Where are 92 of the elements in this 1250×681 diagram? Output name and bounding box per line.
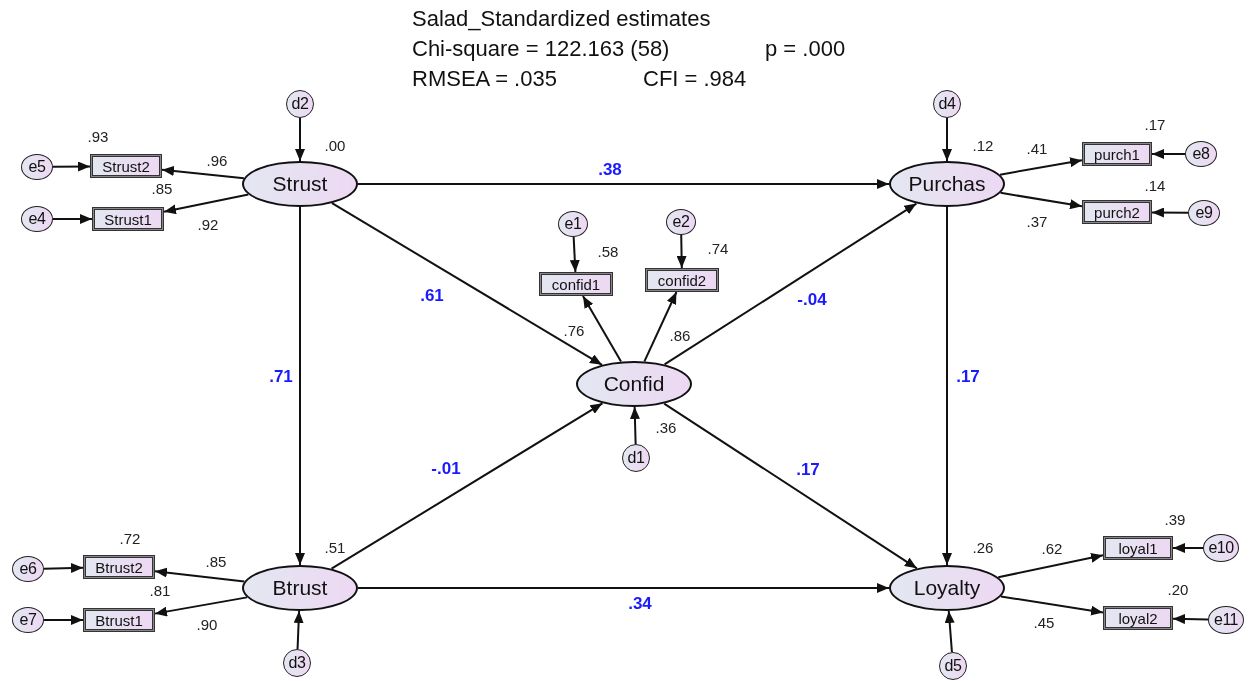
- path-arrow: [1172, 543, 1204, 553]
- path-arrow: [1172, 614, 1209, 625]
- variance-value: .51: [324, 538, 346, 556]
- error-term-circle: e5: [21, 154, 53, 180]
- edge-label: .90: [196, 615, 218, 633]
- edge-label: .34: [628, 594, 652, 614]
- observed-variable-box: confid2: [645, 268, 719, 292]
- observed-variable-box: Btrust1: [83, 608, 155, 632]
- path-arrow: [52, 161, 91, 172]
- edge-label: .41: [1026, 139, 1048, 157]
- error-term-circle: e11: [1208, 606, 1244, 634]
- latent-variable-ellipse: Strust: [242, 161, 358, 207]
- fit-statistic: RMSEA = .035: [412, 66, 557, 92]
- variance-value: .93: [87, 127, 109, 145]
- variance-value: .58: [597, 242, 619, 260]
- edge-label: .71: [269, 367, 293, 387]
- edge-label: .17: [796, 460, 820, 480]
- observed-variable-box: purch1: [1082, 142, 1152, 166]
- path-arrow: [293, 610, 304, 650]
- error-term-circle: e6: [12, 556, 44, 582]
- path-arrow: [43, 563, 84, 574]
- variance-value: .20: [1167, 580, 1189, 598]
- path-arrow: [676, 234, 687, 269]
- fit-statistic: Chi-square = 122.163 (58): [412, 36, 670, 62]
- path-arrow: [43, 615, 84, 625]
- edge-label: .62: [1041, 539, 1063, 557]
- path-arrow: [569, 236, 580, 273]
- path-arrow: [942, 117, 952, 162]
- error-term-circle: e1: [558, 211, 588, 237]
- fit-statistic: CFI = .984: [643, 66, 747, 92]
- path-arrow: [52, 214, 93, 224]
- variance-value: .14: [1144, 176, 1166, 194]
- error-term-circle: d1: [622, 444, 650, 472]
- path-arrow: [997, 552, 1104, 579]
- path-arrow: [581, 295, 622, 363]
- variance-value: .72: [119, 529, 141, 547]
- variance-value: .00: [324, 136, 346, 154]
- edge-label: .38: [598, 160, 622, 180]
- observed-variable-box: Strust1: [92, 207, 164, 231]
- diagram-title: Salad_Standardized estimates: [412, 6, 711, 32]
- path-arrow: [629, 406, 640, 445]
- path-arrow: [357, 583, 890, 593]
- observed-variable-box: confid1: [539, 272, 613, 296]
- observed-variable-box: loyal2: [1103, 606, 1173, 630]
- error-term-circle: d4: [933, 90, 961, 118]
- edge-label: .86: [669, 326, 691, 344]
- edge-label: .92: [197, 215, 219, 233]
- path-arrow: [295, 206, 305, 566]
- path-arrow: [1151, 207, 1189, 218]
- error-term-circle: e10: [1203, 534, 1239, 562]
- observed-variable-box: Strust2: [90, 154, 162, 178]
- edge-label: .61: [420, 286, 444, 306]
- edge-label: .76: [563, 321, 585, 339]
- path-arrow: [295, 117, 305, 162]
- variance-value: .39: [1164, 510, 1186, 528]
- edge-label: .96: [206, 151, 228, 169]
- latent-variable-ellipse: Btrust: [242, 565, 358, 611]
- path-arrow: [331, 202, 603, 366]
- path-arrow: [1151, 149, 1186, 159]
- variance-value: .36: [655, 418, 677, 436]
- latent-variable-ellipse: Confid: [576, 361, 692, 407]
- path-arrow: [643, 291, 678, 363]
- path-arrow: [942, 206, 952, 566]
- path-arrow: [944, 610, 955, 654]
- variance-value: .17: [1144, 115, 1166, 133]
- error-term-circle: e9: [1188, 200, 1220, 226]
- error-term-circle: d5: [939, 652, 967, 680]
- variance-value: .26: [972, 538, 994, 556]
- fit-statistic: p = .000: [765, 36, 846, 62]
- edge-label: .17: [956, 367, 980, 387]
- edge-label: .45: [1033, 613, 1055, 631]
- observed-variable-box: loyal1: [1103, 536, 1173, 560]
- observed-variable-box: Btrust2: [83, 555, 155, 579]
- edge-label: -.01: [431, 459, 461, 479]
- error-term-circle: e8: [1185, 141, 1217, 167]
- variance-value: .81: [149, 581, 171, 599]
- edge-label: .37: [1026, 212, 1048, 230]
- path-arrow: [163, 193, 250, 215]
- error-term-circle: d2: [286, 90, 314, 118]
- observed-variable-box: purch2: [1082, 200, 1152, 224]
- variance-value: .12: [972, 136, 994, 154]
- latent-variable-ellipse: Loyalty: [889, 565, 1005, 611]
- error-term-circle: e4: [21, 206, 53, 232]
- variance-value: .74: [707, 239, 729, 257]
- variance-value: .85: [151, 179, 173, 197]
- edge-label: .85: [205, 552, 227, 570]
- edge-label: -.04: [797, 290, 827, 310]
- error-term-circle: e2: [666, 209, 696, 235]
- error-term-circle: d3: [283, 649, 311, 677]
- path-arrow: [357, 179, 890, 189]
- error-term-circle: e7: [12, 607, 44, 633]
- latent-variable-ellipse: Purchas: [889, 161, 1005, 207]
